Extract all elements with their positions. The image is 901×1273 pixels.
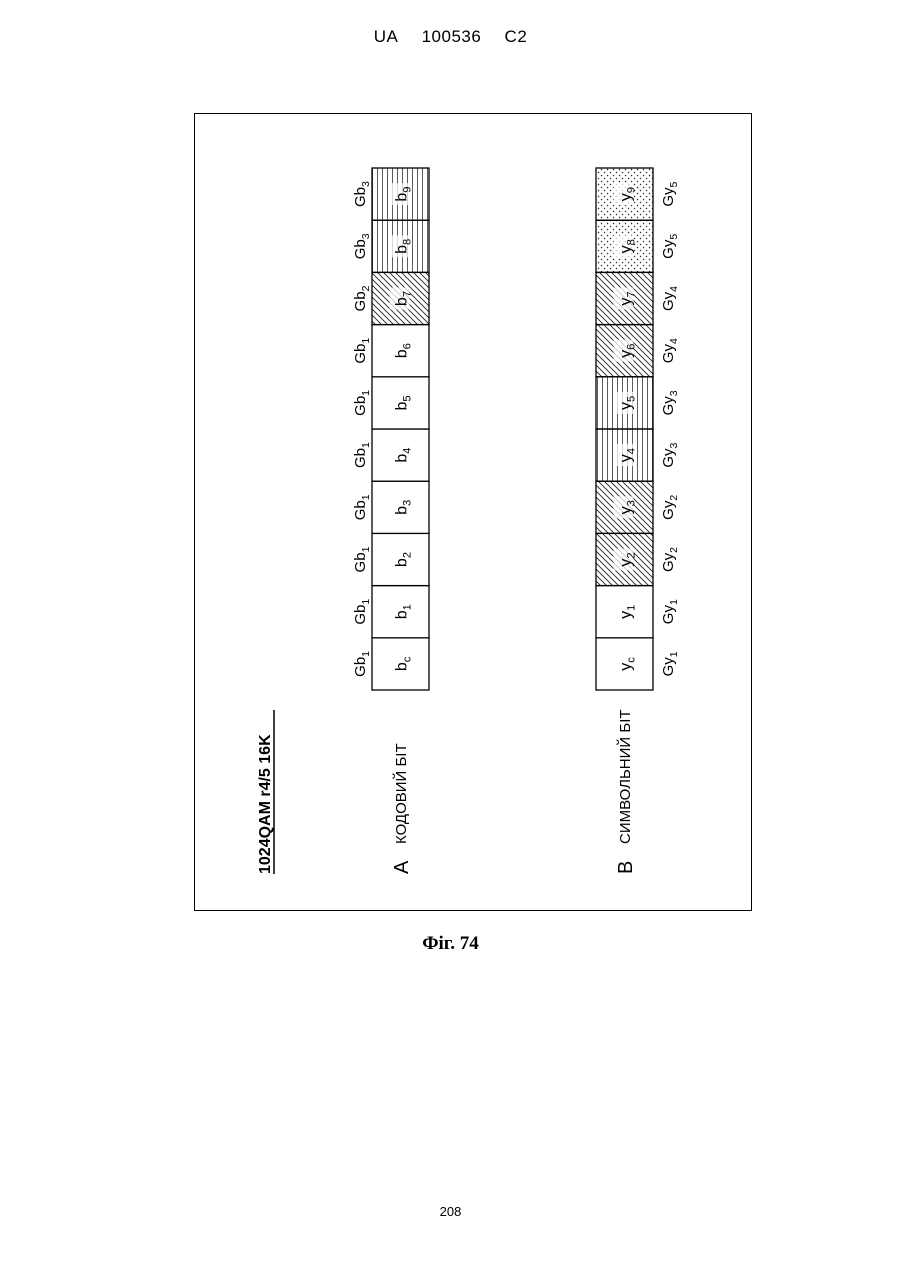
figure-title: 1024QAM r4/5 16K	[257, 734, 274, 874]
code-bit-group-label: Gb3	[352, 181, 372, 207]
section-b-label: СИМВОЛЬНИЙ БІТ	[616, 709, 634, 844]
code-bit-group-label: Gb1	[352, 442, 372, 468]
symbol-bit-group-label: Gy2	[660, 495, 680, 520]
page-number: 208	[0, 1204, 901, 1219]
symbol-bit-group-label: Gy1	[660, 599, 680, 624]
code-bit-row: bcGb1b1Gb1b2Gb1b3Gb1b4Gb1b5Gb1b6Gb1b7Gb2…	[352, 168, 429, 690]
code-bit-group-label: Gb1	[352, 651, 372, 677]
symbol-bit-group-label: Gy5	[660, 234, 680, 259]
section-a-letter: A	[391, 860, 413, 874]
section-a-label: КОДОВИЙ БІТ	[392, 743, 410, 844]
code-bit-group-label: Gb1	[352, 494, 372, 520]
symbol-bit-group-label: Gy4	[660, 286, 680, 311]
document-header: UA 100536 C2	[0, 27, 901, 47]
code-bit-group-label: Gb1	[352, 390, 372, 416]
code-bit-group-label: Gb1	[352, 546, 372, 572]
code-bit-group-label: Gb3	[352, 233, 372, 259]
symbol-bit-group-label: Gy5	[660, 181, 680, 206]
symbol-bit-group-label: Gy1	[660, 651, 680, 676]
header-kind: C2	[505, 27, 528, 46]
symbol-bit-row: ycGy1y1Gy1y2Gy2y3Gy2y4Gy3y5Gy3y6Gy4y7Gy4…	[596, 168, 680, 690]
section-b-letter: B	[615, 861, 637, 874]
header-country: UA	[374, 27, 399, 46]
code-bit-group-label: Gb1	[352, 338, 372, 364]
code-bit-group-label: Gb2	[352, 285, 372, 311]
code-bit-group-label: Gb1	[352, 599, 372, 625]
symbol-bit-group-label: Gy2	[660, 547, 680, 572]
figure-caption: Фіг. 74	[0, 933, 901, 955]
symbol-bit-group-label: Gy4	[660, 338, 680, 363]
symbol-bit-group-label: Gy3	[660, 442, 680, 467]
header-number: 100536	[422, 27, 482, 46]
figure-frame: 1024QAM r4/5 16K A КОДОВИЙ БІТ bcGb1b1Gb…	[194, 113, 752, 911]
figure-diagram: 1024QAM r4/5 16K A КОДОВИЙ БІТ bcGb1b1Gb…	[195, 114, 753, 912]
symbol-bit-group-label: Gy3	[660, 390, 680, 415]
